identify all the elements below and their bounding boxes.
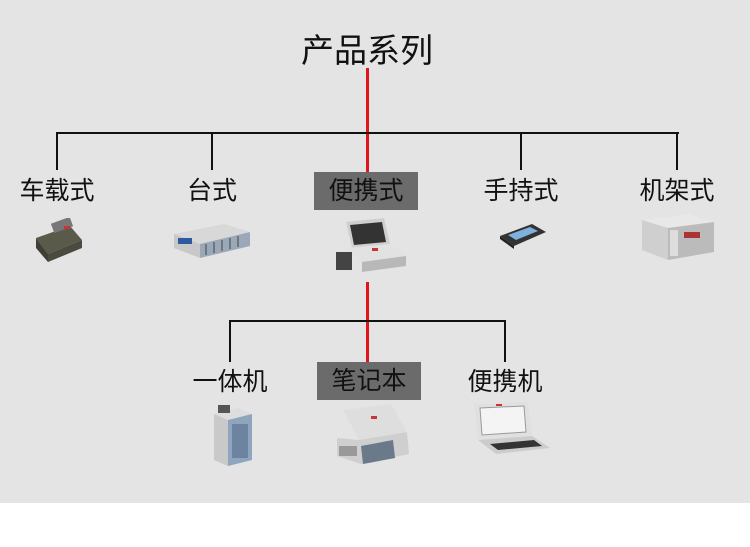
desktop-chassis-icon [174, 224, 250, 258]
branch-drop [229, 320, 231, 362]
handheld-device-icon [500, 224, 546, 249]
portable-computer-icon [336, 218, 406, 272]
category-portable-highlighted: 便携式 [314, 172, 418, 210]
branch-drop [56, 132, 58, 170]
category-handheld: 手持式 [483, 176, 559, 205]
branch-drop [676, 132, 678, 170]
notebook-icon [337, 404, 409, 464]
rackmount-device-icon [642, 214, 714, 260]
subcategory-notebook-highlighted: 笔记本 [317, 362, 421, 400]
portable-machine-icon [474, 402, 550, 454]
subcategory-all-in-one: 一体机 [192, 367, 268, 396]
branch-drop [504, 320, 506, 362]
diagram-title: 产品系列 [301, 31, 433, 70]
branch-drop [211, 132, 213, 170]
red-connector-bottom [366, 282, 369, 364]
vehicle-device-icon [36, 218, 82, 262]
red-connector-top [366, 68, 369, 173]
category-rackmount: 机架式 [639, 176, 715, 205]
branch-line-level2 [229, 320, 506, 322]
branch-drop [520, 132, 522, 170]
category-vehicle: 车载式 [19, 176, 95, 205]
branch-line-level1 [56, 132, 679, 134]
all-in-one-icon [214, 405, 252, 466]
category-desktop: 台式 [186, 176, 237, 205]
subcategory-portable-machine: 便携机 [467, 367, 543, 396]
